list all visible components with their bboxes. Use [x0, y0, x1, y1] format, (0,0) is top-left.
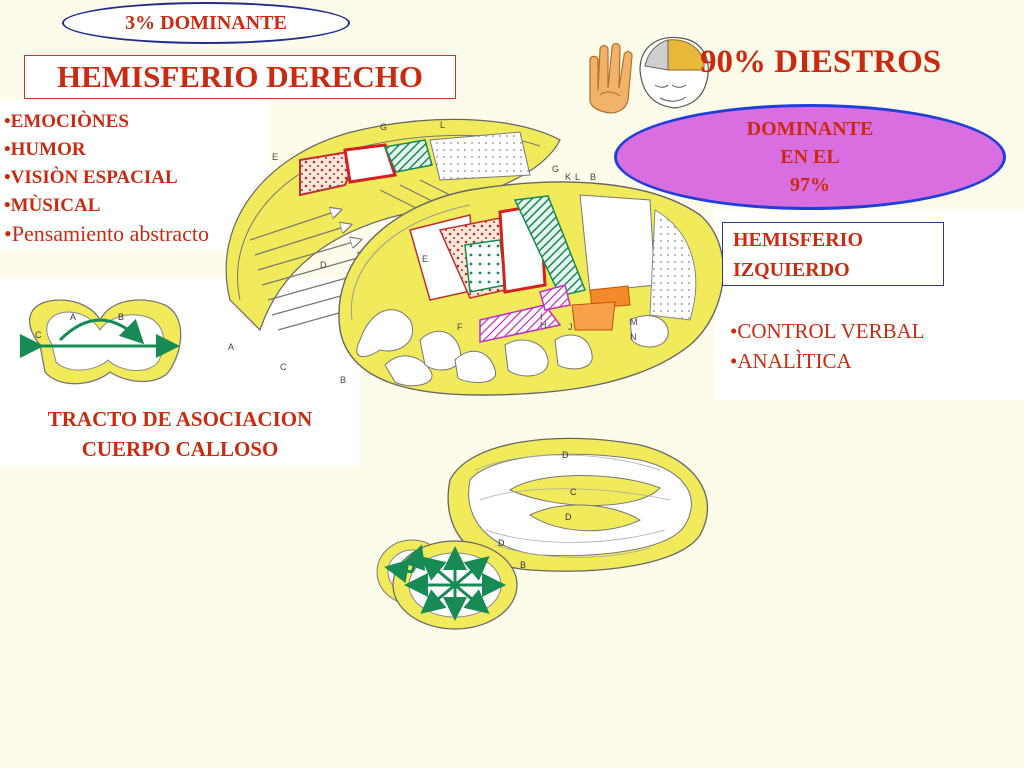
svg-text:C: C: [280, 362, 287, 372]
svg-text:C: C: [570, 487, 577, 497]
svg-text:F: F: [457, 322, 463, 332]
svg-text:J: J: [568, 322, 573, 332]
tract-label: TRACTO DE ASOCIACION CUERPO CALLOSO: [0, 404, 360, 464]
svg-text:E: E: [422, 254, 428, 264]
hand-icon: [589, 42, 633, 114]
front-hemisphere: [338, 181, 725, 396]
dominance-line-3: 97%: [790, 174, 830, 196]
minority-dominance-label: 3% DOMINANTE: [125, 11, 287, 34]
svg-text:D: D: [498, 538, 505, 548]
minority-dominance-oval: 3% DOMINANTE: [62, 2, 350, 44]
svg-text:D: D: [562, 450, 569, 460]
svg-text:D: D: [320, 260, 327, 270]
svg-text:A: A: [70, 312, 76, 322]
function-item: •CONTROL VERBAL: [730, 319, 925, 343]
left-hemisphere-line-1: HEMISFERIO: [733, 229, 864, 251]
left-hemisphere-functions: •CONTROL VERBAL •ANALÌTICA: [730, 316, 925, 376]
page-title: HEMISFERIO DERECHO: [24, 55, 456, 99]
head-brain-icon: [639, 36, 709, 109]
svg-text:H: H: [540, 320, 547, 330]
function-item: •EMOCIÒNES: [4, 111, 129, 132]
dominance-line-1: DOMINANTE: [746, 118, 874, 140]
left-hemisphere-box: HEMISFERIO IZQUIERDO: [722, 222, 944, 286]
right-hemisphere-functions: •EMOCIÒNES •HUMOR •VISIÒN ESPACIAL •MÙSI…: [4, 108, 209, 248]
function-item: •Pensamiento abstracto: [4, 221, 210, 246]
sagittal-section: D C D: [447, 437, 709, 572]
dominance-line-2: EN EL: [780, 146, 840, 168]
svg-text:A: A: [228, 342, 234, 352]
svg-text:L: L: [440, 120, 445, 130]
function-item: •VISIÒN ESPACIAL: [4, 167, 178, 188]
function-item: •MÙSICAL: [4, 195, 101, 216]
svg-text:B: B: [340, 375, 346, 385]
svg-text:K: K: [565, 172, 571, 182]
tract-label-line-1: TRACTO DE ASOCIACION: [47, 407, 313, 431]
svg-text:B: B: [118, 312, 124, 322]
svg-text:D: D: [565, 512, 572, 522]
function-item: •HUMOR: [4, 139, 86, 160]
left-hemisphere-line-2: IZQUIERDO: [733, 259, 850, 281]
svg-text:I: I: [540, 312, 543, 322]
svg-text:E: E: [272, 152, 278, 162]
dominance-oval: DOMINANTE EN EL 97%: [614, 104, 1006, 210]
svg-text:N: N: [630, 332, 637, 342]
svg-text:C: C: [35, 330, 42, 340]
svg-text:B: B: [520, 560, 526, 570]
svg-text:G: G: [552, 164, 559, 174]
function-item: •ANALÌTICA: [730, 349, 852, 373]
svg-text:G: G: [380, 122, 387, 132]
cross-sections: D B: [376, 538, 526, 630]
tract-label-line-2: CUERPO CALLOSO: [81, 437, 279, 461]
svg-text:L: L: [575, 172, 580, 182]
left-text-panel: [0, 100, 268, 250]
svg-text:B: B: [590, 172, 596, 182]
svg-text:M: M: [630, 317, 638, 327]
back-hemisphere: [225, 118, 561, 332]
right-handed-percentage: 90% DIESTROS: [700, 44, 942, 80]
coronal-section: C A B: [20, 299, 182, 385]
